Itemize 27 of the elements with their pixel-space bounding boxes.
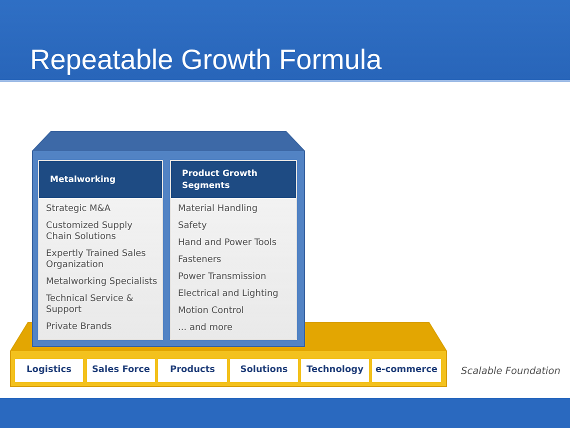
column-heading: Metalworking xyxy=(39,161,162,198)
column-heading: Product Growth Segments xyxy=(171,161,296,198)
foundation-tile: Logistics xyxy=(15,359,83,382)
list-item: Electrical and Lighting xyxy=(178,289,278,300)
list-item: Technical Service & Support xyxy=(46,294,134,316)
column-panel xyxy=(170,160,297,340)
list-item: Hand and Power Tools xyxy=(178,238,277,249)
list-item: Power Transmission xyxy=(178,272,266,283)
list-item: ... and more xyxy=(178,323,233,334)
side-caption: Scalable Foundation xyxy=(461,365,560,378)
list-item: Private Brands xyxy=(46,322,112,333)
list-item: Safety xyxy=(178,221,207,232)
list-item: Strategic M&A xyxy=(46,204,110,215)
list-item: Metalworking Specialists xyxy=(46,277,158,288)
list-item: Fasteners xyxy=(178,255,222,266)
foundation-tile: Sales Force xyxy=(87,359,155,382)
list-item: Expertly Trained Sales Organization xyxy=(46,249,147,271)
list-item: Material Handling xyxy=(178,204,258,215)
list-item: Customized Supply Chain Solutions xyxy=(46,221,134,243)
slide-title: Repeatable Growth Formula xyxy=(30,44,382,76)
raised-block xyxy=(32,131,305,347)
foundation-tile: Products xyxy=(158,359,227,382)
column-panel xyxy=(38,160,163,340)
foundation-tile: Technology xyxy=(301,359,369,382)
foundation-tile: e-commerce xyxy=(372,359,441,382)
list-item: Motion Control xyxy=(178,306,244,317)
foundation-tile: Solutions xyxy=(230,359,298,382)
